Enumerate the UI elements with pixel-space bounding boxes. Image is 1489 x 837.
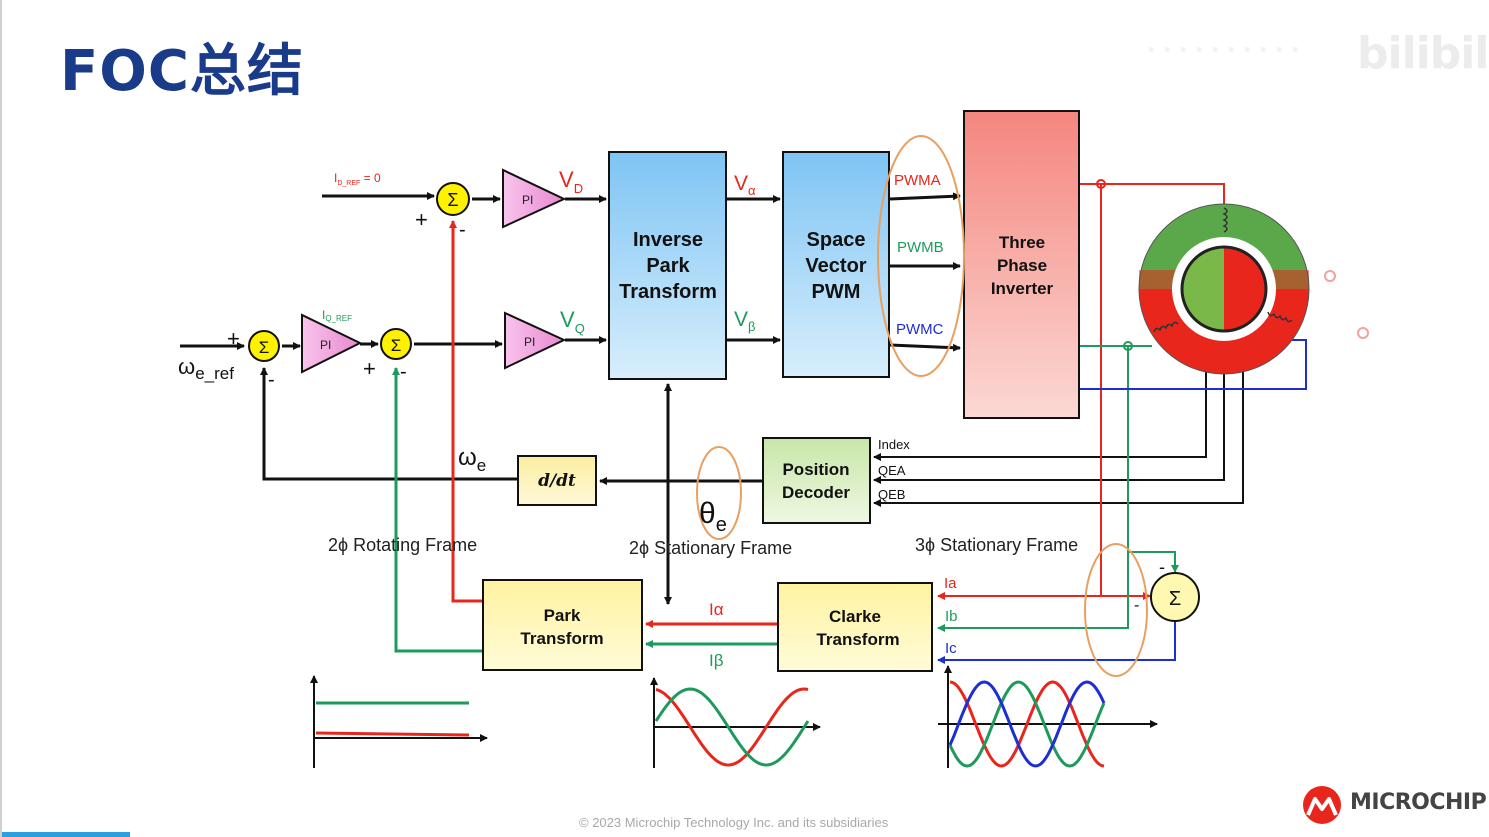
rotating-frame-plot (310, 675, 488, 768)
rotating-frame-label: 2ϕ Rotating Frame (328, 535, 477, 555)
vq-label: VQ (560, 307, 585, 336)
ibeta-label: Iβ (709, 651, 724, 670)
svg-text:+: + (363, 356, 376, 381)
theta-e-label: θe (699, 497, 727, 536)
watermark-text: · · · · · · · · · · (1147, 38, 1300, 63)
svg-text:Decoder: Decoder (782, 483, 850, 502)
we-label: ωe (458, 444, 486, 475)
sum-junction-d: Σ (436, 182, 470, 216)
current-highlight-ellipse (1084, 543, 1148, 677)
svg-text:Σ: Σ (1169, 588, 1181, 610)
svg-text:-: - (1134, 597, 1139, 614)
pi-controller-q: PI (504, 311, 567, 370)
vbeta-label: Vβ (734, 308, 756, 334)
svg-text:+: + (415, 207, 428, 232)
microchip-logo-text: MICROCHIP (1350, 790, 1487, 815)
theta-highlight-ellipse (696, 446, 742, 540)
pwma-label: PWMA (894, 172, 941, 189)
microchip-logo-icon (1303, 786, 1341, 824)
copyright-text: © 2023 Microchip Technology Inc. and its… (579, 815, 889, 830)
stationary-3phase-label: 3ϕ Stationary Frame (915, 535, 1078, 555)
ialpha-label: Iα (709, 600, 724, 619)
svg-text:Transform: Transform (520, 629, 603, 648)
svg-text:PWM: PWM (812, 281, 861, 303)
pi-controller-speed: PI (301, 313, 363, 374)
ddt-block: d/dt (517, 455, 597, 506)
valpha-label: Vα (734, 172, 756, 198)
svg-text:Park: Park (544, 606, 581, 625)
svg-text:Σ: Σ (447, 190, 458, 210)
park-transform-block: Park Transform (482, 579, 643, 671)
iq-ref-label: IQ_REF (322, 308, 352, 323)
qea-label: QEA (878, 463, 906, 478)
pi-controller-d: PI (502, 168, 567, 229)
svg-text:Inverse: Inverse (633, 229, 703, 251)
we-ref-label: ωe_ref (178, 354, 234, 383)
motor-icon (1138, 203, 1310, 375)
progress-bar (2, 832, 130, 837)
qeb-label: QEB (878, 487, 905, 502)
sum-junction-q: Σ (380, 328, 412, 360)
svg-text:Space: Space (807, 229, 866, 251)
stationary-2phase-plot (650, 677, 821, 768)
id-ref-label: ID_REF = 0 (334, 171, 381, 187)
svg-text:Inverter: Inverter (991, 279, 1054, 298)
inverse-park-transform-block: Inverse Park Transform (608, 151, 727, 380)
space-vector-pwm-block: Space Vector PWM (782, 151, 890, 378)
svg-text:Clarke: Clarke (829, 607, 881, 626)
svg-text:Phase: Phase (997, 256, 1047, 275)
svg-text:-: - (268, 369, 275, 391)
svg-text:Vector: Vector (805, 255, 866, 277)
ib-label: Ib (945, 608, 958, 625)
stationary-2phase-label: 2ϕ Stationary Frame (629, 538, 792, 558)
sum-junction-current: Σ (1150, 572, 1200, 622)
pwmb-label: PWMB (897, 239, 944, 256)
svg-text:Σ: Σ (259, 338, 270, 357)
svg-text:PI: PI (320, 338, 331, 352)
svg-text:Three: Three (999, 233, 1045, 252)
slide-title: FOC总结 (60, 39, 304, 104)
bilibili-watermark: bilibili (1357, 28, 1489, 79)
ic-label: Ic (945, 640, 957, 657)
svg-text:-: - (400, 361, 407, 383)
clarke-transform-block: Clarke Transform (777, 582, 933, 672)
svg-text:d/dt: d/dt (538, 471, 576, 491)
svg-text:PI: PI (524, 335, 535, 349)
three-phase-inverter-block: Three Phase Inverter (963, 110, 1080, 419)
pwm-highlight-ellipse (877, 135, 965, 377)
vd-label: VD (559, 167, 583, 196)
svg-text:Park: Park (646, 255, 690, 277)
svg-text:-: - (1159, 557, 1165, 577)
svg-text:+: + (227, 326, 240, 351)
ia-label: Ia (944, 575, 957, 592)
svg-text:Σ: Σ (391, 336, 402, 355)
svg-text:Position: Position (782, 460, 849, 479)
position-decoder-block: Position Decoder (762, 437, 871, 524)
stationary-3phase-plot (938, 665, 1158, 768)
svg-text:-: - (459, 219, 466, 241)
svg-text:Transform: Transform (816, 630, 899, 649)
index-label: Index (878, 437, 910, 452)
svg-text:PI: PI (522, 193, 533, 207)
svg-text:Transform: Transform (619, 281, 717, 303)
pwmc-label: PWMC (896, 321, 944, 338)
sum-junction-speed: Σ (248, 330, 280, 362)
